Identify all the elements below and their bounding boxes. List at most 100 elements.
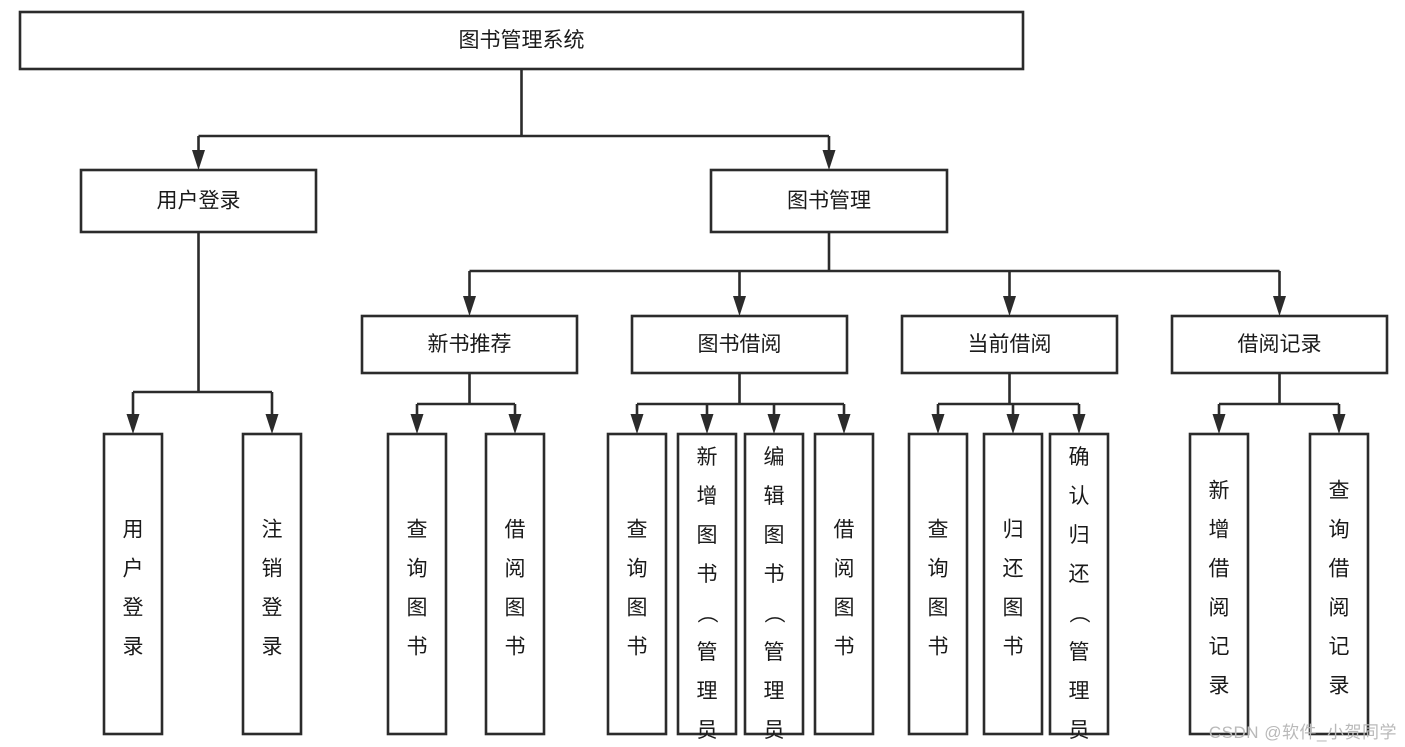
node-label-char: 借 [505, 518, 526, 541]
node-box[interactable] [484, 432, 546, 736]
node-current-borrow[interactable]: 当前借阅 [900, 314, 1119, 375]
node-label-char: 询 [407, 557, 428, 580]
node-user-login[interactable]: 用户登录 [79, 168, 318, 234]
node-label-char: 编 [764, 446, 785, 469]
node-label-char: 还 [1069, 563, 1090, 586]
node-box[interactable] [743, 432, 805, 736]
node-box[interactable] [79, 168, 318, 234]
node-label-char: 书 [505, 635, 526, 658]
arrow-head-icon [767, 414, 781, 434]
node-label-char: 记 [1209, 635, 1230, 658]
node-label-char: 录 [1329, 674, 1350, 697]
arrow-head-icon [1003, 296, 1016, 316]
node-label: 用户登录 [157, 190, 241, 213]
node-label-char: 理 [764, 680, 785, 703]
node-label-char: 图 [1003, 596, 1024, 619]
node-label-char: 图 [505, 596, 526, 619]
node-root[interactable]: 图书管理系统 [18, 10, 1025, 71]
node-box[interactable] [676, 432, 738, 736]
node-label-char: 认 [1069, 485, 1090, 508]
node-label-char: 查 [627, 518, 648, 541]
node-label: 图书管理 [787, 190, 871, 213]
node-label-char: 增 [697, 485, 718, 508]
node-label-char: 图 [928, 596, 949, 619]
node-label: 新书推荐 [428, 333, 512, 356]
arrow-head-icon [192, 150, 205, 170]
node-label-char: 新 [697, 446, 718, 469]
node-label-char: 登 [262, 596, 283, 619]
node-label-char: 理 [697, 680, 718, 703]
arrow-head-icon [1212, 414, 1226, 434]
node-label-char: 辑 [764, 485, 785, 508]
node-box[interactable] [1308, 432, 1370, 736]
csdn-watermark: CSDN @软件_小贺同学 [1208, 723, 1397, 742]
node-box[interactable] [900, 314, 1119, 375]
node-label-char: 确 [1069, 446, 1090, 469]
node-label-char: 增 [1209, 518, 1230, 541]
node-label-char: 还 [1003, 557, 1024, 580]
node-box[interactable] [630, 314, 849, 375]
node-label-char: 图 [627, 596, 648, 619]
node-box[interactable] [241, 432, 303, 736]
node-box[interactable] [102, 432, 164, 736]
node-label-char: 管 [1069, 641, 1090, 664]
arrow-head-icon [463, 296, 476, 316]
node-box[interactable] [386, 432, 448, 736]
node-label-char: 户 [123, 557, 144, 580]
node-new-book-rec[interactable]: 新书推荐 [360, 314, 579, 375]
node-label-char: 用 [123, 518, 144, 541]
node-label-char: 书 [834, 635, 855, 658]
arrow-head-icon [1273, 296, 1286, 316]
node-label-char: 归 [1003, 518, 1024, 541]
node-label-char: 管 [697, 641, 718, 664]
node-label-char: 阅 [1209, 596, 1230, 619]
node-borrow-record[interactable]: 借阅记录 [1170, 314, 1389, 375]
node-book-manage[interactable]: 图书管理 [709, 168, 949, 234]
node-label-char: （ [1067, 603, 1090, 624]
node-label-char: 查 [407, 518, 428, 541]
node-label-char: 借 [1209, 557, 1230, 580]
node-label-char: 阅 [834, 557, 855, 580]
node-label-char: 书 [697, 563, 718, 586]
node-label-char: 书 [407, 635, 428, 658]
arrow-head-icon [265, 414, 279, 434]
node-box[interactable] [709, 168, 949, 234]
node-box[interactable] [18, 10, 1025, 71]
node-box[interactable] [1048, 432, 1110, 736]
arrow-head-icon [630, 414, 644, 434]
node-label-char: 登 [123, 596, 144, 619]
arrow-head-icon [700, 414, 714, 434]
node-label-char: 员 [1069, 719, 1090, 742]
node-book-borrow[interactable]: 图书借阅 [630, 314, 849, 375]
node-box[interactable] [1188, 432, 1250, 736]
node-label-char: 询 [928, 557, 949, 580]
node-label-char: 查 [1329, 479, 1350, 502]
node-leaf-user-login[interactable]: 用户登录 [102, 432, 164, 736]
node-box[interactable] [1170, 314, 1389, 375]
arrow-head-icon [508, 414, 522, 434]
node-box[interactable] [813, 432, 875, 736]
node-box[interactable] [606, 432, 668, 736]
node-label-char: 书 [627, 635, 648, 658]
arrow-head-icon [837, 414, 851, 434]
node-label-char: 图 [697, 524, 718, 547]
node-label-char: 询 [627, 557, 648, 580]
node-label-char: 询 [1329, 518, 1350, 541]
node-box[interactable] [907, 432, 969, 736]
node-box[interactable] [360, 314, 579, 375]
node-box[interactable] [982, 432, 1044, 736]
node-label-char: （ [762, 603, 785, 624]
